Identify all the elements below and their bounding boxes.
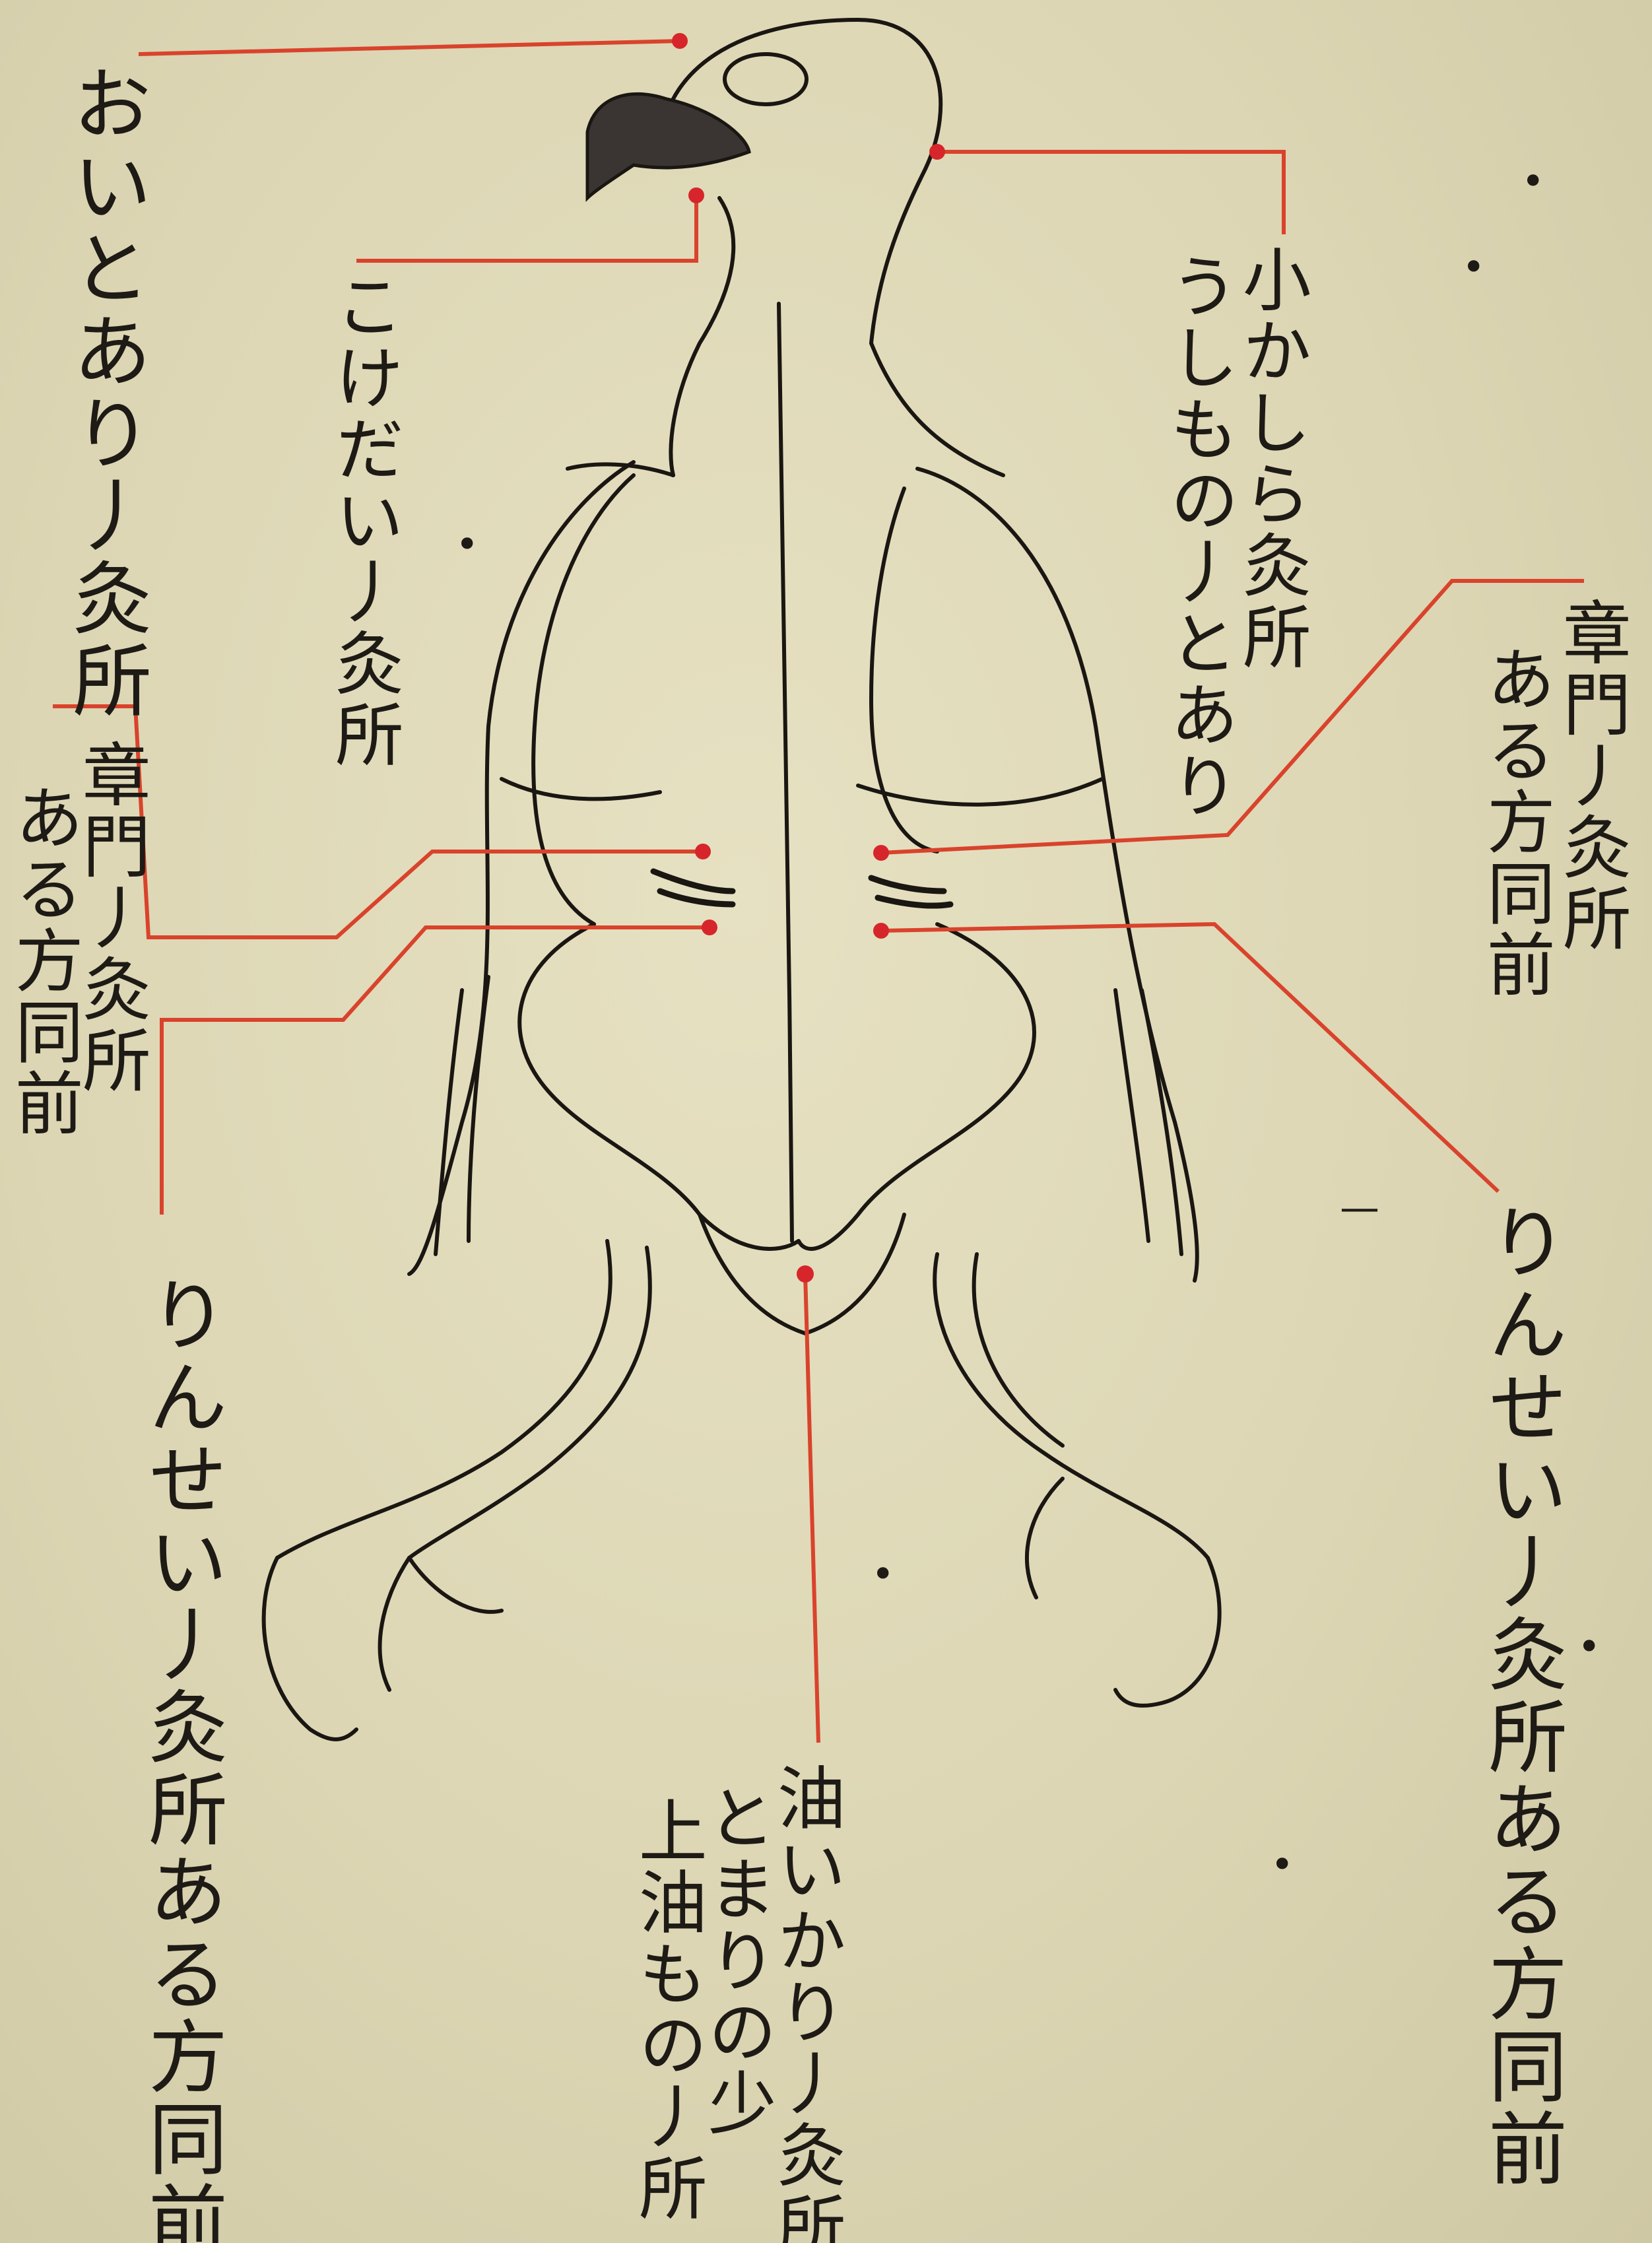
bird-figure [264,20,1220,1739]
label-center-a: 油いかり丿灸所 [769,1762,841,2243]
ink-dot: • [1462,244,1485,290]
point-right-lower [873,923,889,939]
label-left-bottom: りんせい丿灸所ある方同前 [139,1274,222,2243]
label-right-bottom: りんせい丿灸所ある方同前 [1478,1201,1562,2190]
label-left-neck: こけだい丿灸所 [327,271,399,770]
ink-dot: • [1271,1842,1294,1888]
point-back-head [929,144,945,160]
label-center-b: とまりの少 [700,1782,772,2139]
label-center-c: 上油もの丿所 [630,1795,702,2224]
label-right-mid-b: ある方同前 [1478,644,1550,1001]
left-talon [264,1558,356,1739]
left-leg [277,1241,611,1558]
right-wing [917,469,1197,1281]
center-line [779,304,792,1241]
label-right-mid-a: 章門丿灸所 [1554,597,1626,954]
point-vent [797,1265,814,1283]
label-right-top-b: うしもの丿とあり [1162,251,1234,822]
point-left-lower [702,920,717,935]
label-left-mid-a: 章門丿灸所 [74,739,146,1096]
bird-beak [587,94,749,198]
point-crown [672,33,688,49]
point-throat [688,187,704,203]
label-right-top-a: 小かしら灸所 [1234,244,1306,673]
right-talon [1115,1558,1220,1706]
point-right-upper [873,845,889,861]
ink-dot: • [1577,1624,1601,1670]
bird-eye [725,54,807,104]
ink-dot: • [1521,158,1544,205]
ink-dot: • [455,521,479,568]
label-left-top: おいとあり丿灸所 [63,63,146,721]
leader-lines [53,41,1584,1743]
bird-throat [671,198,733,475]
ink-dot: • [871,1551,894,1597]
point-left-upper [695,844,711,859]
ink-dash: — [1340,1185,1379,1231]
acupoints [672,33,945,1283]
label-left-mid-b: ある方同前 [7,782,79,1139]
